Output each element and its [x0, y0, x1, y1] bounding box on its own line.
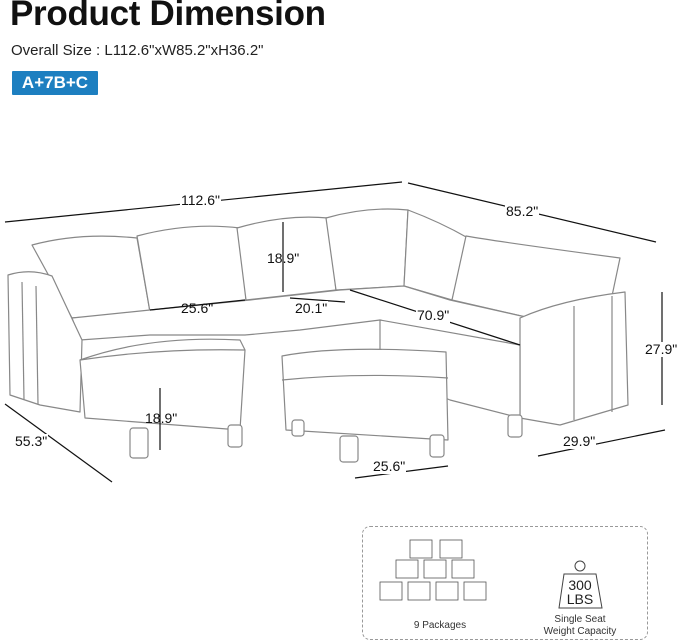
config-badge: A+7B+C	[12, 71, 98, 95]
dim-chaise-length: 70.9"	[416, 307, 451, 323]
dim-back-height: 18.9"	[267, 250, 300, 266]
dim-corner-depth: 29.9"	[562, 433, 597, 449]
dim-seat-depth: 20.1"	[294, 300, 329, 316]
dim-side-depth: 55.3"	[14, 433, 49, 449]
weight-caption-2: Weight Capacity	[543, 626, 617, 637]
info-box	[362, 526, 648, 640]
weight-icon	[558, 560, 603, 609]
packages-icon	[379, 539, 487, 601]
dim-seat-width: 25.6"	[181, 300, 214, 316]
dim-ottoman-width: 25.6"	[372, 458, 407, 474]
dim-length: 112.6"	[180, 192, 221, 208]
dim-ottoman-height: 18.9"	[145, 410, 178, 426]
weight-value: 300	[568, 577, 592, 593]
overall-size: Overall Size : L112.6"xW85.2"xH36.2"	[11, 42, 264, 59]
dim-width: 85.2"	[505, 203, 540, 219]
packages-label: 9 Packages	[413, 620, 467, 631]
weight-unit: LBS	[566, 591, 594, 607]
dim-total-height: 27.9"	[644, 341, 679, 357]
weight-caption-1: Single Seat	[554, 614, 606, 625]
page-title: Product Dimension	[10, 0, 326, 33]
